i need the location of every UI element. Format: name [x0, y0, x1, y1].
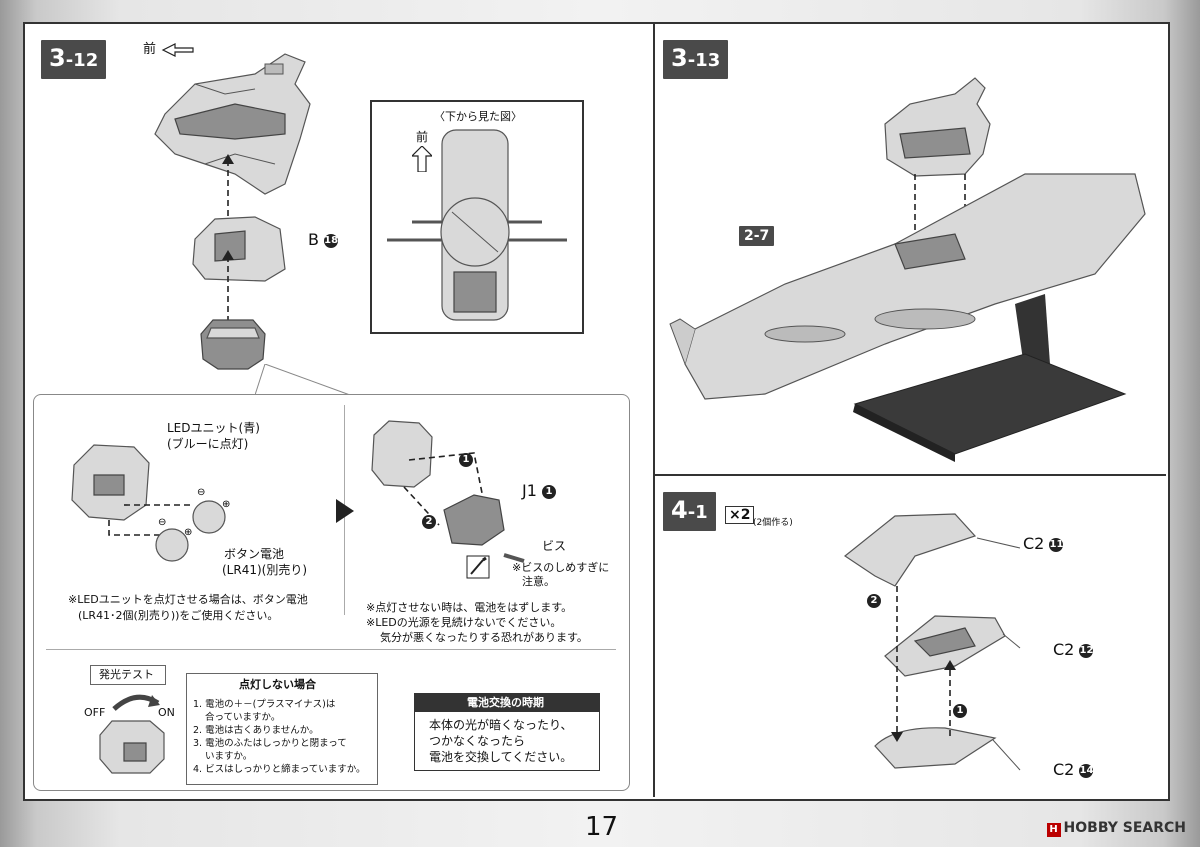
screwdriver-caution-icon [466, 555, 490, 579]
led-right-note-1: ※点灯させない時は、電池をはずします。 [366, 601, 573, 614]
troubleshooting-item: 1. 電池の＋－(プラスマイナス)は [193, 699, 336, 710]
step-3-12-badge: 3-12 [41, 40, 107, 79]
j1-step-1-badge: 1 [459, 453, 473, 467]
battery-change-line-3: 電池を交換してください。 [429, 750, 573, 764]
battery-change-line-1: 本体の光が暗くなったり、 [429, 718, 573, 732]
step-badge-number: 4 [671, 496, 688, 524]
part-c2-letter: C2 [1053, 760, 1075, 779]
troubleshooting-item: 合っていますか。 [205, 712, 281, 723]
light-test-label-box: 発光テスト [90, 665, 166, 685]
led-unit-label: LEDユニット(青) [167, 421, 260, 435]
troubleshooting-item: 4. ビスはしっかりと締まっていますか。 [193, 764, 366, 775]
quantity-badge: ×2 [725, 506, 755, 524]
screw-caution-line-2: 注意。 [522, 575, 555, 588]
led-right-note-3: 気分が悪くなったりする恐れがあります。 [380, 631, 588, 644]
led-note-line-1: ※LEDユニットを点灯させる場合は、ボタン電池 [68, 593, 308, 606]
part-c2-14-number-badge: 14 [1079, 763, 1094, 778]
battery-change-title: 電池交換の時期 [467, 696, 544, 709]
part-c2-letter: C2 [1053, 640, 1075, 659]
led-callout-box: LEDユニット(青) (ブルーに点灯) ⊖ ⊕ ⊖ ⊕ ボタン電池 (LR41)… [33, 394, 630, 791]
ref-step-2-7-badge: 2-7 [739, 226, 775, 246]
battery-sub-label: (LR41)(別売り) [222, 563, 308, 577]
front-label: 前 [143, 42, 157, 57]
screw-caution-line-1: ※ビスのしめすぎに [512, 561, 610, 574]
step-badge-sub: -13 [687, 50, 721, 71]
part-c2-12-label: C2 12 [1053, 640, 1094, 659]
battery-change-line-2: つかなくなったら [429, 734, 526, 748]
part-j1-letter: J1 [522, 481, 537, 500]
part-c2-14-label: C2 14 [1053, 760, 1094, 779]
rotate-arrow-icon [112, 694, 160, 711]
watermark-text: HOBBY SEARCH [1063, 820, 1186, 836]
callout-horizontal-divider [46, 649, 616, 650]
part-c2-11-number-badge: 11 [1049, 537, 1064, 552]
part-c2-11-label: C2 11 [1023, 534, 1064, 553]
instruction-sheet: 3-12 前 B 18 [23, 22, 1170, 801]
screw-label: ビス [542, 539, 567, 553]
troubleshooting-item: 3. 電池のふたはしっかりと閉まって [193, 738, 347, 749]
front-arrow-icon [161, 43, 194, 57]
bottom-view-front-arrow-icon [412, 146, 432, 172]
bottom-view-front-label: 前 [416, 130, 429, 144]
ship-module-top-illustration [154, 53, 311, 195]
step-4-1-panel: 4-1 ×2 (2個作る) 2 1 C2 11 C2 12 [655, 476, 1166, 797]
c2-step-1-badge: 1 [953, 704, 967, 718]
svg-text:⊕: ⊕ [222, 499, 230, 510]
part-b18-illustration [192, 216, 286, 282]
svg-text:⊖: ⊖ [197, 487, 205, 498]
battery-change-box: 電池交換の時期 本体の光が暗くなったり、 つかなくなったら 電池を交換してくださ… [414, 693, 600, 771]
j1-cover-assembly-illustration [371, 420, 525, 563]
light-test-on-label: ON [158, 706, 175, 719]
part-b18-letter: B [308, 230, 319, 249]
assembly-guide-arrow-bottom [222, 250, 234, 320]
bottom-view-box: 〈下から見た図〉 前 [370, 100, 584, 334]
step-3-13-badge: 3-13 [663, 40, 729, 79]
part-b18-label: B 18 [308, 230, 339, 249]
part-j1-label: J1 1 [522, 481, 556, 500]
light-test-led-unit-illustration [99, 720, 165, 774]
step-badge-sub: -12 [65, 50, 99, 71]
part-c2-assembly-illustration [843, 513, 1021, 771]
step-badge-number: 3 [49, 44, 66, 72]
step-3-12-panel: 3-12 前 B 18 [25, 24, 655, 797]
bottom-view-title: 〈下から見た図〉 [434, 110, 522, 123]
troubleshooting-item: 2. 電池は古くありませんか。 [193, 725, 319, 736]
step-badge-number: 3 [671, 44, 688, 72]
quantity-note: (2個作る) [753, 518, 793, 528]
step-3-13-panel: 3-13 2-7 [655, 24, 1166, 476]
watermark-logo-icon: H [1046, 823, 1061, 837]
led-unit-sub-label: (ブルーに点灯) [167, 437, 249, 451]
led-unit-illustration [200, 319, 266, 370]
page-number: 17 [585, 812, 619, 842]
step-4-1-badge: 4-1 [663, 492, 716, 531]
svg-text:⊖: ⊖ [158, 517, 166, 528]
light-test-off-label: OFF [84, 706, 106, 719]
ship-bottom-view-illustration [387, 129, 567, 321]
c2-step-2-badge: 2 [867, 594, 881, 608]
svg-text:⊕: ⊕ [184, 527, 192, 538]
led-right-note-2: ※LEDの光源を見続けないでください。 [366, 616, 562, 629]
ref-step-label: 2-7 [744, 228, 770, 244]
troubleshooting-box: 点灯しない場合 1. 電池の＋－(プラスマイナス)は 合っていますか。 2. 電… [186, 673, 378, 785]
callout-connector [255, 364, 351, 396]
led-note-line-2: (LR41･2個(別売り))をご使用ください。 [78, 609, 279, 622]
quantity-value: ×2 [729, 507, 751, 523]
next-step-arrow-icon [336, 499, 354, 523]
part-c2-12-number-badge: 12 [1079, 643, 1094, 658]
led-unit-battery-illustration: ⊖ ⊕ ⊖ ⊕ [71, 444, 230, 562]
light-test-title: 発光テスト [99, 668, 154, 681]
j1-step-2-badge: 2 [422, 515, 436, 529]
troubleshooting-item: いますか。 [205, 751, 253, 762]
part-b18-number-badge: 18 [324, 233, 339, 248]
battleship-assembly-illustration [669, 77, 1146, 462]
troubleshooting-title: 点灯しない場合 [239, 678, 316, 691]
part-c2-letter: C2 [1023, 534, 1045, 553]
battery-change-title-bar: 電池交換の時期 [415, 694, 599, 712]
step-badge-sub: -1 [687, 502, 708, 523]
battery-label: ボタン電池 [224, 547, 285, 561]
part-j1-number-badge: 1 [542, 484, 556, 499]
